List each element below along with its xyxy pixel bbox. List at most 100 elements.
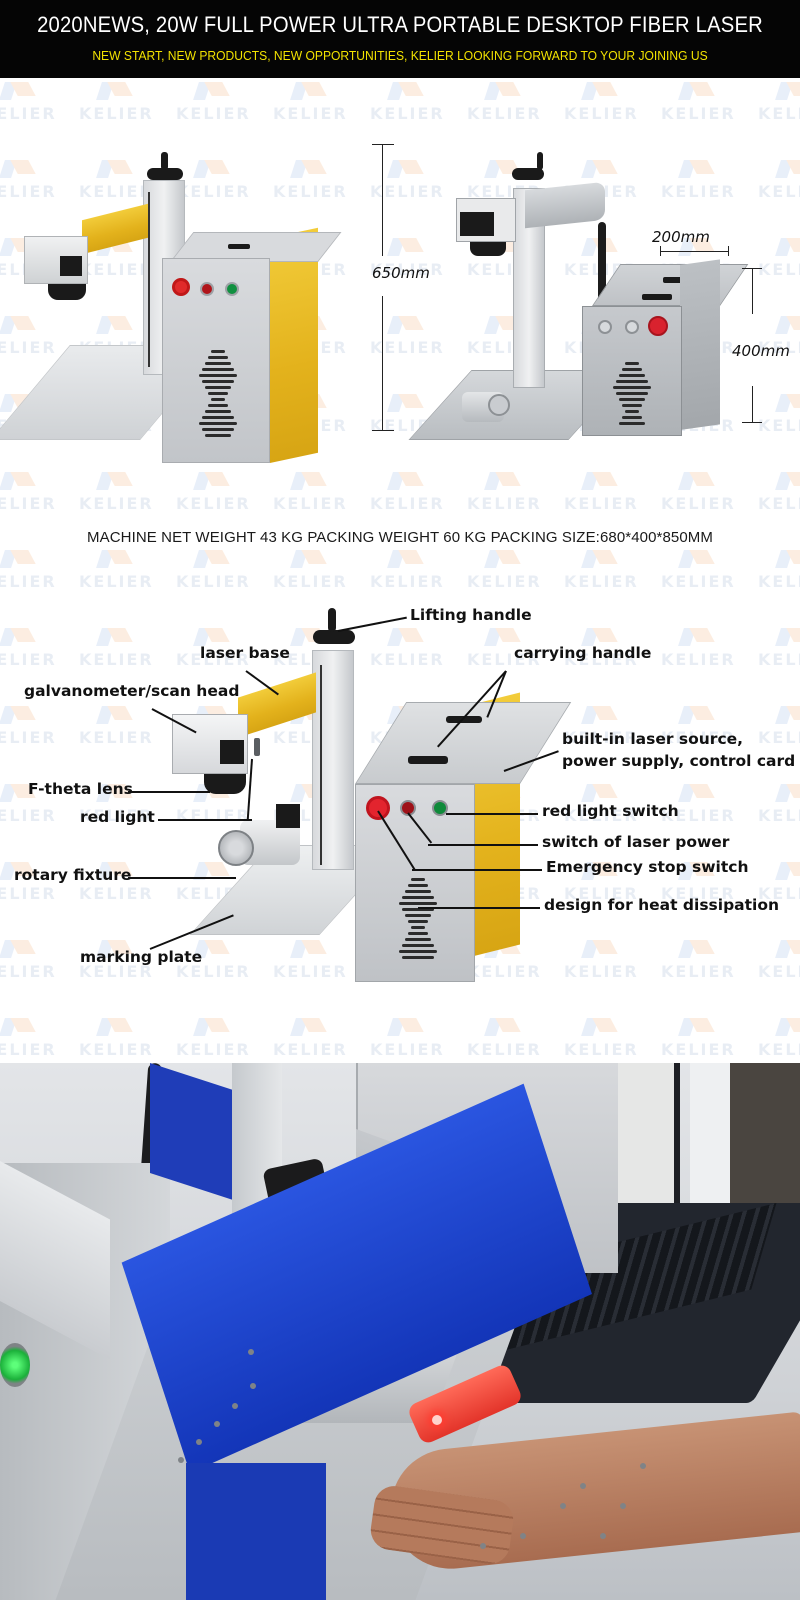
label-red-light: red light (80, 808, 155, 826)
plate-hole (178, 1457, 184, 1463)
watermark-logo: KELIER (358, 80, 448, 130)
watermark-logo: KELIER (455, 470, 545, 520)
plate-holes (0, 1063, 800, 1600)
vent-slot (211, 398, 225, 401)
label-rotary-fixture: rotary fixture (14, 866, 132, 884)
vent-slot (619, 398, 645, 401)
vent-slot (622, 368, 642, 371)
carrying-handle (228, 244, 250, 249)
rotary-chuck (218, 830, 254, 866)
vent-slot (613, 386, 651, 389)
photo-doorway (730, 1063, 800, 1213)
scan-head-label (460, 212, 494, 236)
cabinet-side (270, 227, 318, 463)
vent-slot (622, 416, 642, 419)
f-theta-lens (470, 242, 506, 256)
vent-slot (399, 902, 437, 905)
watermark-logo: KELIER (746, 470, 800, 520)
photo-door-frame (690, 1063, 730, 1203)
plate-hole (560, 1503, 566, 1509)
watermark-logo: KELIER (164, 470, 254, 520)
plate-hole (214, 1421, 220, 1427)
dimension-line-200 (660, 251, 728, 252)
plate-hole (248, 1349, 254, 1355)
dimension-tick-200-right (728, 246, 729, 256)
vent-slot (399, 950, 437, 953)
laser-arm (82, 203, 148, 255)
lifting-handle-grip (161, 152, 168, 170)
product-photo-left (0, 150, 342, 470)
vent-slot (202, 416, 234, 419)
watermark-logo: KELIER (67, 470, 157, 520)
page-subtitle: NEW START, NEW PRODUCTS, NEW OPPORTUNITI… (92, 48, 708, 63)
vent-slot (405, 890, 431, 893)
label-marking-plate: marking plate (80, 948, 203, 966)
vent-slot (202, 380, 234, 383)
vent-slot (625, 362, 639, 365)
vent-grille (612, 362, 652, 432)
lifting-handle-knob (147, 168, 183, 180)
watermark-logo: KELIER (261, 80, 351, 130)
dimension-cap-bottom (372, 430, 394, 431)
label-carrying-handle: carrying handle (514, 644, 652, 662)
laser-power-button (200, 282, 214, 296)
watermark-logo: KELIER (358, 470, 448, 520)
vent-slot (408, 884, 428, 887)
vent-slot (402, 908, 434, 911)
vent-slot (402, 896, 434, 899)
red-light-button (225, 282, 239, 296)
vent-slot (205, 410, 231, 413)
fiber-cable (598, 222, 606, 312)
vent-slot (205, 386, 231, 389)
vent-slot (205, 434, 231, 437)
plate-hole (232, 1403, 238, 1409)
leader-lifting-handle (337, 616, 407, 632)
vent-slot (202, 428, 234, 431)
rotary-chuck (488, 394, 510, 416)
laser-power-button (625, 320, 639, 334)
vent-slot (411, 878, 425, 881)
label-lifting-handle: Lifting handle (410, 606, 532, 624)
label-scan-head: galvanometer/scan head (24, 682, 240, 700)
leader-rotary-fixture (128, 877, 236, 879)
stepper-motor (276, 804, 300, 828)
plate-hole (196, 1439, 202, 1445)
watermark-logo: KELIER (164, 80, 254, 130)
dimension-650: 650mm (372, 264, 430, 282)
lifting-handle-knob (512, 168, 544, 180)
watermark-logo: KELIER (746, 80, 800, 130)
carrying-handle-back (446, 716, 482, 723)
emergency-stop-button (648, 316, 668, 336)
vent-slot (208, 404, 228, 407)
lifting-column (312, 650, 354, 870)
watermark-logo: KELIER (0, 470, 60, 520)
dimension-tick-200-left (660, 246, 661, 256)
vent-slot (408, 920, 428, 923)
vent-grille (198, 350, 238, 440)
labeled-diagram: Lifting handle laser base carrying handl… (0, 590, 800, 1030)
label-red-light-switch: red light switch (542, 802, 679, 820)
f-theta-lens (204, 774, 246, 794)
vent-slot (199, 422, 237, 425)
red-light-button (432, 800, 448, 816)
watermark-logo: KELIER (649, 80, 739, 130)
dimension-cap-400-bottom (742, 422, 762, 423)
leader-red-light-switch (446, 813, 538, 815)
page-title: 2020NEWS, 20W FULL POWER ULTRA PORTABLE … (37, 12, 763, 37)
cabinet-top (355, 702, 572, 784)
watermark-logo: KELIER (261, 470, 351, 520)
label-builtin-line2: power supply, control card (562, 752, 796, 770)
vent-slot (402, 944, 434, 947)
dimension-400: 400mm (732, 342, 790, 360)
dimension-line-650-bottom (382, 296, 383, 430)
dimension-200: 200mm (652, 228, 710, 246)
vent-slot (408, 932, 428, 935)
watermark-logo: KELIER (649, 470, 739, 520)
vent-slot (202, 368, 234, 371)
vent-slot (211, 350, 225, 353)
key-switch (598, 320, 612, 334)
label-heat-dissipation: design for heat dissipation (544, 896, 780, 914)
dimension-line-400-top (752, 268, 753, 314)
lifting-handle-grip (328, 608, 336, 632)
header-banner: 2020NEWS, 20W FULL POWER ULTRA PORTABLE … (0, 0, 800, 78)
